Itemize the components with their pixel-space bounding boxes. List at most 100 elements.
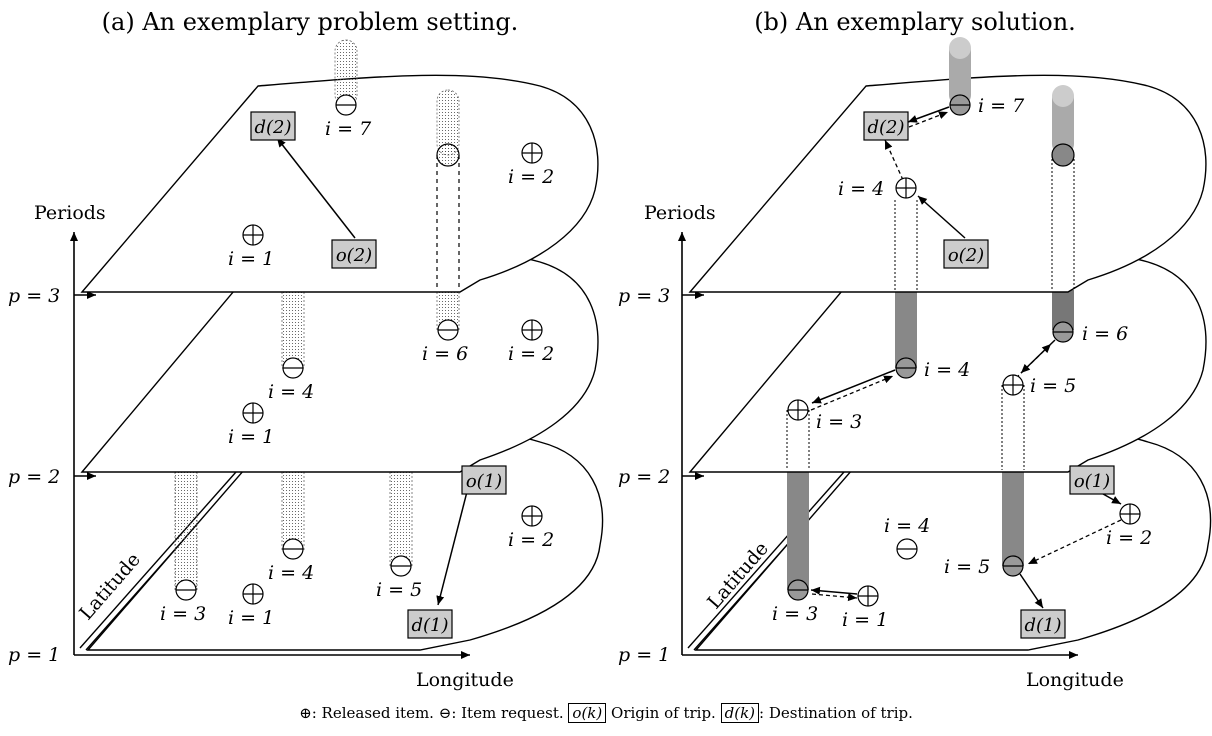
request-item-icon bbox=[949, 94, 971, 116]
item-label: i = 1 bbox=[842, 609, 888, 631]
origin-label-1: o(1) bbox=[466, 471, 502, 492]
column-i4-layer2-a bbox=[281, 289, 305, 369]
panel-a: (a) An exemplary problem setting. Period… bbox=[8, 8, 604, 691]
dest-box-1 bbox=[407, 609, 453, 639]
item-label: i = 3 bbox=[816, 411, 862, 433]
dest-label-2: d(2) bbox=[254, 117, 291, 138]
column-i5-a bbox=[389, 469, 413, 567]
column-i3-b bbox=[787, 470, 809, 590]
request-item-icon bbox=[1002, 555, 1024, 577]
periods-label: Periods bbox=[34, 202, 106, 224]
item-label: i = 1 bbox=[228, 607, 274, 629]
origin-label-1: o(1) bbox=[1074, 471, 1110, 492]
item-label: i = 7 bbox=[978, 95, 1025, 117]
request-item-icon bbox=[787, 579, 809, 601]
released-item-icon: ⊕ bbox=[299, 704, 312, 722]
item-label: i = 4 bbox=[884, 515, 930, 537]
items-b bbox=[787, 94, 1141, 607]
items-a bbox=[175, 94, 543, 605]
item-label: i = 4 bbox=[268, 381, 314, 403]
legend-dest-box: d(k) bbox=[720, 703, 760, 723]
latitude-axis-line-1 bbox=[79, 471, 237, 649]
trip2-arrow-a bbox=[276, 137, 356, 239]
column-i4-a bbox=[281, 469, 305, 551]
panel-b: (b) An exemplary solution. Periods Longi… bbox=[618, 8, 1212, 691]
column-cap bbox=[949, 37, 971, 59]
item-label: i = 6 bbox=[422, 343, 468, 365]
released-item-icon bbox=[242, 583, 264, 605]
dest-box-1 bbox=[1020, 609, 1066, 639]
p2-label: p = 2 bbox=[618, 466, 670, 488]
origin-box-2 bbox=[331, 239, 377, 269]
request-i6-top-b bbox=[1051, 143, 1075, 167]
released-item-icon bbox=[1119, 503, 1141, 525]
origin-box-2 bbox=[943, 239, 989, 269]
released-item-icon bbox=[895, 177, 917, 199]
trip-i1-dashed bbox=[811, 593, 858, 602]
p1-label: p = 1 bbox=[618, 644, 670, 666]
trip-i5-dashed bbox=[1015, 343, 1052, 379]
trip-i7-to-d2 bbox=[907, 106, 950, 123]
request-item-icon bbox=[1052, 321, 1074, 343]
released-item-icon bbox=[242, 224, 264, 246]
request-item-icon bbox=[390, 555, 412, 577]
origin-label-2: o(2) bbox=[948, 245, 984, 266]
item-label: i = 1 bbox=[228, 426, 274, 448]
request-item-icon bbox=[335, 94, 357, 116]
column-i4-b bbox=[895, 290, 917, 368]
item-label: i = 6 bbox=[1082, 323, 1128, 345]
legend-origin-text: Origin of trip. bbox=[606, 704, 716, 722]
p3-label: p = 3 bbox=[8, 285, 60, 307]
longitude-label: Longitude bbox=[1026, 669, 1124, 691]
trip-i3-to-i4 bbox=[811, 369, 896, 404]
latitude-axis-line-1 bbox=[687, 471, 845, 649]
origin-box-1 bbox=[461, 465, 507, 495]
released-item-icon bbox=[521, 142, 543, 164]
request-item-icon bbox=[437, 319, 459, 341]
legend-origin-box: o(k) bbox=[568, 703, 607, 723]
p1-label: p = 1 bbox=[8, 644, 60, 666]
trip2-arrow-2 bbox=[884, 139, 904, 181]
item-label: i = 2 bbox=[508, 166, 554, 188]
dest-label-2: d(2) bbox=[867, 117, 904, 138]
request-i6-top-a bbox=[436, 143, 460, 167]
request-item-icon bbox=[282, 538, 304, 560]
p3-label: p = 3 bbox=[618, 285, 670, 307]
item-label: i = 3 bbox=[772, 603, 818, 625]
request-item-icon bbox=[895, 357, 917, 379]
layer-p3 bbox=[80, 74, 599, 293]
item-label: i = 4 bbox=[268, 562, 314, 584]
column-cap bbox=[1052, 85, 1074, 107]
item-label: i = 5 bbox=[1030, 375, 1076, 397]
item-label: i = 4 bbox=[838, 178, 884, 200]
item-label: i = 1 bbox=[228, 248, 274, 270]
legend-dest-text: : Destination of trip. bbox=[759, 704, 913, 722]
origin-box-1 bbox=[1069, 465, 1115, 495]
item-label: i = 5 bbox=[376, 579, 422, 601]
request-item-icon bbox=[282, 357, 304, 379]
dest-box-2 bbox=[863, 111, 909, 141]
item-label: i = 4 bbox=[924, 359, 970, 381]
p2-label: p = 2 bbox=[8, 466, 60, 488]
item-label: i = 2 bbox=[508, 343, 554, 365]
released-item-icon bbox=[787, 399, 809, 421]
trip1-arrow-2 bbox=[1027, 519, 1122, 565]
legend-released-text: : Released item. bbox=[311, 704, 434, 722]
column-i7-a bbox=[334, 39, 358, 107]
panel-b-title: (b) An exemplary solution. bbox=[754, 8, 1076, 36]
released-item-icon bbox=[521, 319, 543, 341]
column-i6-b bbox=[1052, 290, 1074, 330]
item-label: i = 5 bbox=[944, 556, 990, 578]
column-i3-a bbox=[174, 469, 198, 591]
origin-label-2: o(2) bbox=[336, 245, 372, 266]
panel-a-title: (a) An exemplary problem setting. bbox=[102, 8, 519, 36]
periods-label: Periods bbox=[644, 202, 716, 224]
item-label: i = 2 bbox=[1106, 527, 1152, 549]
released-item-icon bbox=[521, 505, 543, 527]
longitude-label: Longitude bbox=[416, 669, 514, 691]
item-label: i = 7 bbox=[325, 118, 372, 140]
released-item-icon bbox=[857, 585, 879, 607]
column-i5-b bbox=[1002, 470, 1024, 566]
request-item-icon bbox=[896, 538, 918, 560]
